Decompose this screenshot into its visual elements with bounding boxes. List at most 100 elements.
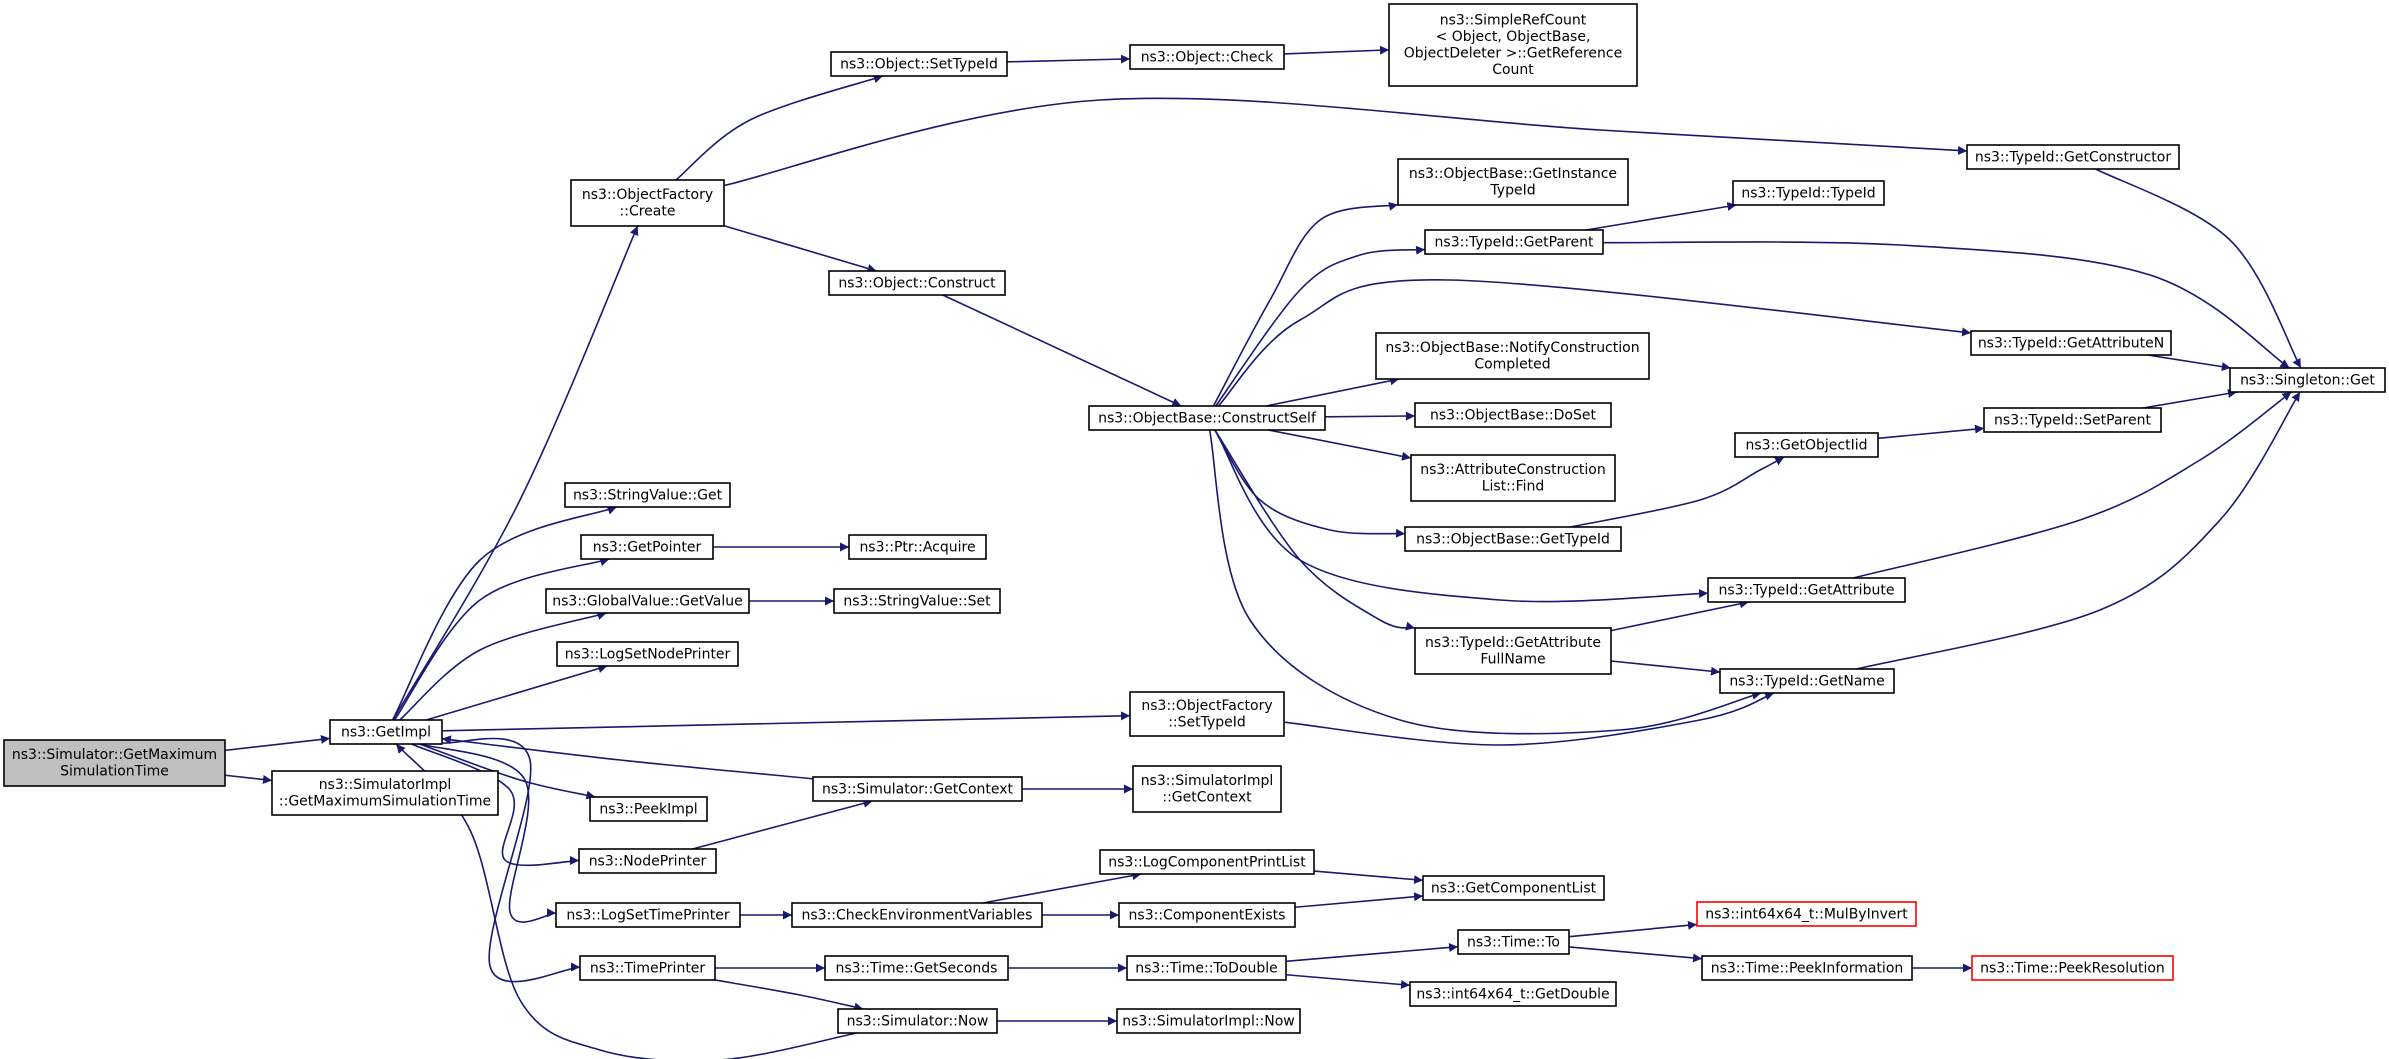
node-typeid-typeid[interactable]: ns3::TypeId::TypeId — [1732, 180, 1885, 206]
node-globalvalue-getvalue[interactable]: ns3::GlobalValue::GetValue — [545, 588, 750, 614]
node-box[interactable] — [828, 270, 1006, 296]
node-box[interactable] — [1971, 955, 2174, 981]
node-simulator-getcontext[interactable]: ns3::Simulator::GetContext — [812, 776, 1023, 802]
node-simplerefcount[interactable]: ns3::SimpleRefCount< Object, ObjectBase,… — [1388, 3, 1638, 87]
node-box[interactable] — [564, 482, 731, 508]
node-box[interactable] — [833, 588, 1001, 614]
node-box[interactable] — [1696, 901, 1917, 927]
node-simimpl-getcontext[interactable]: ns3::SimulatorImpl::GetContext — [1132, 765, 1282, 813]
node-box[interactable] — [1701, 955, 1913, 981]
node-box[interactable] — [1088, 405, 1326, 431]
node-typeid-getparent[interactable]: ns3::TypeId::GetParent — [1424, 229, 1604, 255]
node-box[interactable] — [1734, 432, 1879, 458]
node-logcomponentprintlist[interactable]: ns3::LogComponentPrintList — [1099, 849, 1315, 875]
node-box[interactable] — [812, 776, 1023, 802]
node-box[interactable] — [1116, 1008, 1301, 1034]
node-box[interactable] — [580, 534, 714, 560]
node-box[interactable] — [830, 51, 1008, 77]
node-box[interactable] — [1457, 929, 1570, 955]
node-typeid-getname[interactable]: ns3::TypeId::GetName — [1719, 668, 1895, 694]
node-int64x64-mulbyinvert[interactable]: ns3::int64x64_t::MulByInvert — [1696, 901, 1917, 927]
node-box[interactable] — [824, 955, 1009, 981]
node-box[interactable] — [1719, 668, 1895, 694]
node-object-settypeid[interactable]: ns3::Object::SetTypeId — [830, 51, 1008, 77]
node-getpointer[interactable]: ns3::GetPointer — [580, 534, 714, 560]
node-box[interactable] — [1404, 526, 1622, 552]
node-componentexists[interactable]: ns3::ComponentExists — [1118, 902, 1296, 928]
node-box[interactable] — [837, 1008, 998, 1034]
node-box[interactable] — [1707, 577, 1906, 603]
node-box[interactable] — [1099, 849, 1315, 875]
node-box[interactable] — [791, 902, 1043, 928]
node-getimpl[interactable]: ns3::GetImpl — [329, 719, 443, 745]
node-objectbase-notify[interactable]: ns3::ObjectBase::NotifyConstructionCompl… — [1375, 332, 1650, 380]
node-box[interactable] — [545, 588, 750, 614]
node-object-construct[interactable]: ns3::Object::Construct — [828, 270, 1006, 296]
node-typeid-getconstructor[interactable]: ns3::TypeId::GetConstructor — [1966, 144, 2180, 170]
node-box[interactable] — [589, 796, 708, 822]
node-box[interactable] — [1732, 180, 1885, 206]
node-objectbase-gettypeid[interactable]: ns3::ObjectBase::GetTypeId — [1404, 526, 1622, 552]
node-getcomponentlist[interactable]: ns3::GetComponentList — [1422, 875, 1605, 901]
node-box[interactable] — [2229, 367, 2386, 393]
node-time-peekinformation[interactable]: ns3::Time::PeekInformation — [1701, 955, 1913, 981]
node-box[interactable] — [3, 739, 226, 787]
node-objfactory-create[interactable]: ns3::ObjectFactory::Create — [570, 179, 725, 227]
node-logsetnodeprinter[interactable]: ns3::LogSetNodePrinter — [556, 641, 739, 667]
node-typeid-setparent[interactable]: ns3::TypeId::SetParent — [1983, 407, 2162, 433]
node-box[interactable] — [1422, 875, 1605, 901]
node-box[interactable] — [1118, 902, 1296, 928]
node-box[interactable] — [329, 719, 443, 745]
node-box[interactable] — [1129, 44, 1285, 70]
node-nodeprinter[interactable]: ns3::NodePrinter — [578, 848, 717, 874]
node-box[interactable] — [271, 770, 499, 816]
node-box[interactable] — [579, 955, 716, 981]
node-box[interactable] — [1409, 981, 1617, 1007]
node-box[interactable] — [1424, 229, 1604, 255]
node-box[interactable] — [1410, 454, 1616, 502]
node-box[interactable] — [1388, 3, 1638, 87]
node-box[interactable] — [1132, 765, 1282, 813]
node-getobjectiid[interactable]: ns3::GetObjectIid — [1734, 432, 1879, 458]
node-object-check[interactable]: ns3::Object::Check — [1129, 44, 1285, 70]
node-timeprinter[interactable]: ns3::TimePrinter — [579, 955, 716, 981]
node-time-todouble[interactable]: ns3::Time::ToDouble — [1126, 955, 1287, 981]
node-int64x64-getdouble[interactable]: ns3::int64x64_t::GetDouble — [1409, 981, 1617, 1007]
node-box[interactable] — [1970, 330, 2172, 356]
node-box[interactable] — [570, 179, 725, 227]
node-ptr-acquire[interactable]: ns3::Ptr::Acquire — [848, 534, 987, 560]
node-simulator-now[interactable]: ns3::Simulator::Now — [837, 1008, 998, 1034]
node-box[interactable] — [1126, 955, 1287, 981]
node-box[interactable] — [848, 534, 987, 560]
node-box[interactable] — [556, 641, 739, 667]
node-box[interactable] — [555, 902, 741, 928]
node-logsettimeprinter[interactable]: ns3::LogSetTimePrinter — [555, 902, 741, 928]
node-objfactory-settypeid[interactable]: ns3::ObjectFactory::SetTypeId — [1129, 691, 1285, 737]
node-singleton-get[interactable]: ns3::Singleton::Get — [2229, 367, 2386, 393]
node-checkenvvars[interactable]: ns3::CheckEnvironmentVariables — [791, 902, 1043, 928]
node-typeid-getattribute[interactable]: ns3::TypeId::GetAttribute — [1707, 577, 1906, 603]
node-time-getseconds[interactable]: ns3::Time::GetSeconds — [824, 955, 1009, 981]
node-time-to[interactable]: ns3::Time::To — [1457, 929, 1570, 955]
node-box[interactable] — [1414, 402, 1612, 428]
node-root[interactable]: ns3::Simulator::GetMaximumSimulationTime — [3, 739, 226, 787]
node-peekimpl[interactable]: ns3::PeekImpl — [589, 796, 708, 822]
node-box[interactable] — [1983, 407, 2162, 433]
node-box[interactable] — [1414, 627, 1612, 675]
node-typeid-getattributen[interactable]: ns3::TypeId::GetAttributeN — [1970, 330, 2172, 356]
node-box[interactable] — [1375, 332, 1650, 380]
node-box[interactable] — [1397, 158, 1629, 206]
node-box[interactable] — [1966, 144, 2180, 170]
node-box[interactable] — [1129, 691, 1285, 737]
node-objectbase-constructself[interactable]: ns3::ObjectBase::ConstructSelf — [1088, 405, 1326, 431]
node-objectbase-doset[interactable]: ns3::ObjectBase::DoSet — [1414, 402, 1612, 428]
node-simimpl-now[interactable]: ns3::SimulatorImpl::Now — [1116, 1008, 1301, 1034]
node-simimpl-getmax[interactable]: ns3::SimulatorImpl::GetMaximumSimulation… — [271, 770, 499, 816]
node-time-peekresolution[interactable]: ns3::Time::PeekResolution — [1971, 955, 2174, 981]
node-stringvalue-set[interactable]: ns3::StringValue::Set — [833, 588, 1001, 614]
node-box[interactable] — [578, 848, 717, 874]
node-stringvalue-get[interactable]: ns3::StringValue::Get — [564, 482, 731, 508]
